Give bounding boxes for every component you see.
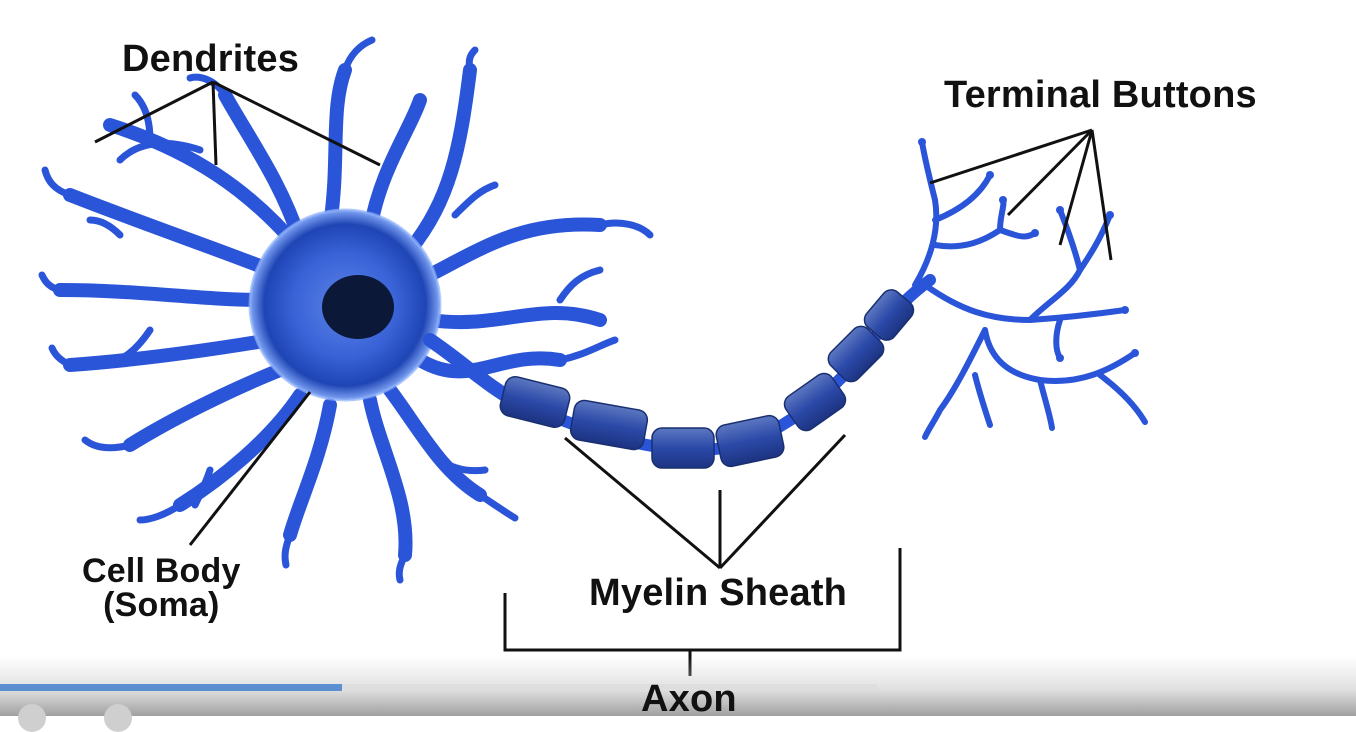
dendrites-leader-line bbox=[213, 82, 216, 165]
video-progress-bar[interactable] bbox=[0, 684, 877, 691]
terminal-button-knob bbox=[918, 138, 926, 146]
terminal-button-knob bbox=[1056, 354, 1064, 362]
myelin-segment bbox=[498, 375, 572, 430]
myelin-segment bbox=[714, 414, 785, 468]
dendrites-leader-line bbox=[95, 82, 213, 142]
nucleus bbox=[322, 275, 394, 339]
cell-body-label-line1: Cell Body bbox=[82, 554, 241, 588]
terminal-button-knob bbox=[1106, 211, 1114, 219]
terminal-button-knob bbox=[1056, 206, 1064, 214]
myelin-segment bbox=[569, 399, 649, 451]
terminal-buttons-label: Terminal Buttons bbox=[944, 74, 1257, 117]
axon-terminals bbox=[915, 142, 1145, 437]
terminal-button-knob bbox=[1031, 229, 1039, 237]
video-progress-fill bbox=[0, 684, 342, 691]
volume-icon[interactable] bbox=[104, 704, 132, 732]
myelin-segment bbox=[652, 428, 714, 468]
terminal-button-knob bbox=[1121, 306, 1129, 314]
terminal-button-knob bbox=[986, 171, 994, 179]
cell-body bbox=[250, 210, 440, 400]
dendrites-label: Dendrites bbox=[122, 38, 299, 81]
terminal-button-knob bbox=[999, 196, 1007, 204]
cell-body-label-line2: (Soma) bbox=[82, 588, 241, 622]
myelin-sheath-label: Myelin Sheath bbox=[589, 572, 847, 615]
terminal-button-knobs bbox=[918, 138, 1139, 362]
cell-body-label: Cell Body (Soma) bbox=[82, 554, 241, 622]
terminal-button-knob bbox=[1131, 349, 1139, 357]
axon-label: Axon bbox=[641, 678, 737, 721]
play-button[interactable] bbox=[18, 704, 46, 732]
